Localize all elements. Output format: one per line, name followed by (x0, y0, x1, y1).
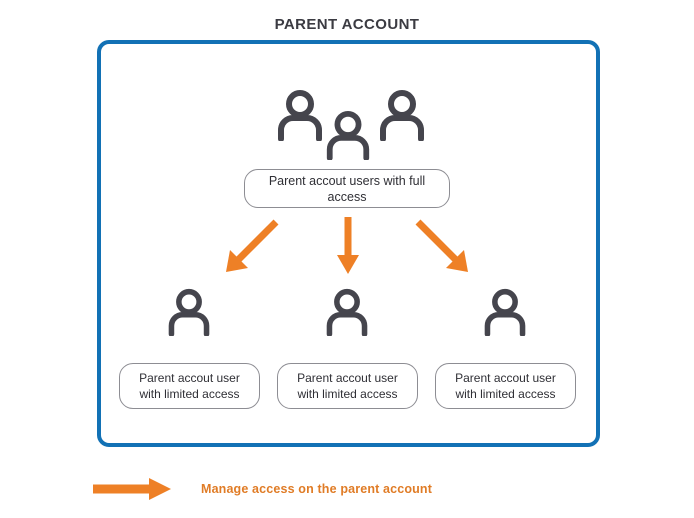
person-icon-limited-access-3 (481, 288, 529, 336)
legend: Manage access on the parent account (93, 478, 432, 500)
limited-access-label-box-1: Parent accout user with limited access (119, 363, 260, 409)
page-title: PARENT ACCOUNT (274, 16, 420, 33)
limited-access-label-box-2: Parent accout user with limited access (277, 363, 418, 409)
arrow-to-limited-user-3 (412, 218, 476, 276)
arrow-to-limited-user-1 (218, 218, 282, 276)
legend-label: Manage access on the parent account (201, 482, 433, 496)
right-arrow-icon (93, 478, 173, 500)
limited-access-label-box-3: Parent accout user with limited access (435, 363, 576, 409)
person-icon-full-access-1 (274, 89, 326, 141)
person-icon-limited-access-2 (323, 288, 371, 336)
full-access-label-box: Parent accout users with full access (244, 169, 450, 208)
person-icon-full-access-2 (323, 110, 373, 160)
person-icon-limited-access-1 (165, 288, 213, 336)
arrow-to-limited-user-2 (337, 217, 359, 275)
person-icon-full-access-3 (376, 89, 428, 141)
